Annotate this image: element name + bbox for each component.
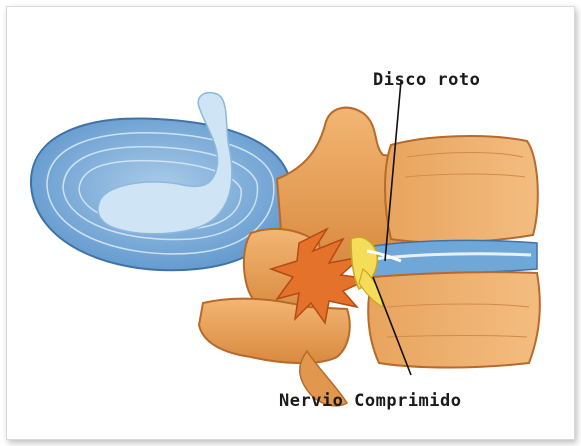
vertebra-lower <box>368 272 540 367</box>
label-disco-roto: Disco roto <box>373 70 480 90</box>
vertebra-upper <box>385 136 538 242</box>
spine-illustration <box>7 7 574 439</box>
illustration-frame: Disco roto Nervio Comprimido <box>6 6 575 440</box>
label-nervio-comprimido: Nervio Comprimido <box>279 391 462 411</box>
